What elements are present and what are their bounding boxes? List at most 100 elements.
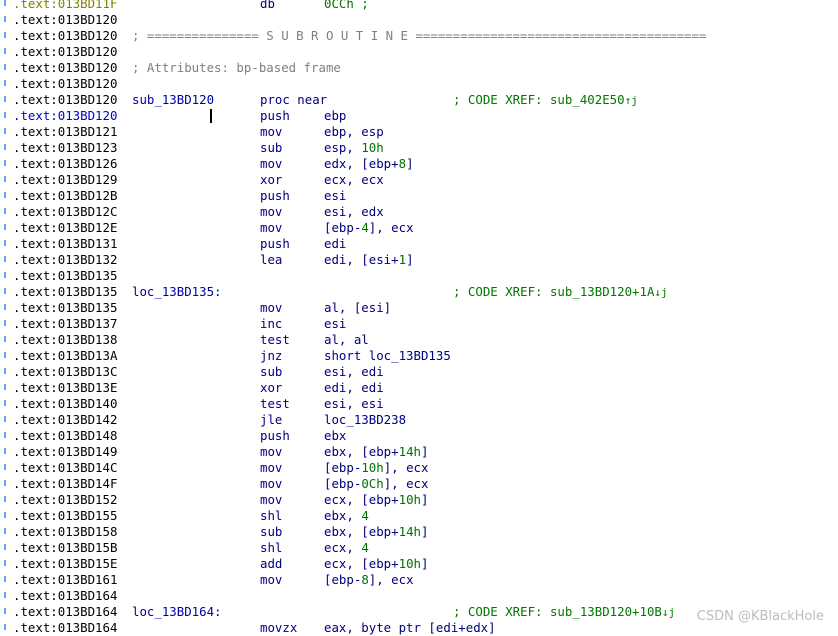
address[interactable]: .text:013BD121 <box>13 124 118 139</box>
operands[interactable]: ebx <box>324 428 346 444</box>
operands[interactable]: ebx, [ebp+14h] <box>324 444 428 460</box>
operands[interactable]: [ebp-4], ecx <box>324 220 414 236</box>
address[interactable]: .text:013BD155 <box>13 508 118 523</box>
address[interactable]: .text:013BD13C <box>13 364 118 379</box>
address[interactable]: .text:013BD152 <box>13 492 118 507</box>
mnemonic[interactable]: mov <box>260 220 283 235</box>
mnemonic[interactable]: push <box>260 428 290 443</box>
mnemonic[interactable]: mov <box>260 204 283 219</box>
disasm-line[interactable]: .text:013BD120 sub_13BD120 proc near ; CODE… <box>0 92 838 108</box>
disasm-line[interactable]: .text:013BD164 <box>0 588 838 604</box>
address[interactable]: .text:013BD13A <box>13 348 118 363</box>
address[interactable]: .text:013BD120 <box>13 12 118 27</box>
address[interactable]: .text:013BD13E <box>13 380 118 395</box>
operands[interactable]: short loc_13BD135 <box>324 348 451 364</box>
code-xref-comment[interactable]: ; CODE XREF: sub_13BD120+1A↓j <box>453 284 668 301</box>
address[interactable]: .text:013BD142 <box>13 412 118 427</box>
operands[interactable]: edi, edi <box>324 380 384 396</box>
disasm-line[interactable]: .text:013BD121 mov ebp, esp <box>0 124 838 140</box>
disasm-line[interactable]: .text:013BD161 mov [ebp-8], ecx <box>0 572 838 588</box>
mnemonic[interactable]: test <box>260 332 290 347</box>
disasm-line[interactable]: .text:013BD120 <box>0 76 838 92</box>
address[interactable]: .text:013BD11F <box>13 0 118 11</box>
operands[interactable]: ebx, [ebp+14h] <box>324 524 428 540</box>
operands[interactable]: ecx, [ebp+10h] <box>324 556 428 572</box>
address[interactable]: .text:013BD15E <box>13 556 118 571</box>
mnemonic[interactable]: add <box>260 556 283 571</box>
disasm-line[interactable]: .text:013BD155 shl ebx, 4 <box>0 508 838 524</box>
address[interactable]: .text:013BD135 <box>13 268 118 283</box>
address[interactable]: .text:013BD120 <box>13 92 118 107</box>
address[interactable]: .text:013BD14C <box>13 460 118 475</box>
disasm-line[interactable]: .text:013BD15E add ecx, [ebp+10h] <box>0 556 838 572</box>
address[interactable]: .text:013BD14F <box>13 476 118 491</box>
operands[interactable]: esi, edx <box>324 204 384 220</box>
mnemonic[interactable]: mov <box>260 476 283 491</box>
code-xref-comment[interactable]: ; CODE XREF: sub_13BD120+10B↓j <box>453 604 675 621</box>
address[interactable]: .text:013BD135 <box>13 284 118 299</box>
address[interactable]: .text:013BD138 <box>13 332 118 347</box>
address[interactable]: .text:013BD149 <box>13 444 118 459</box>
mnemonic[interactable]: xor <box>260 172 283 187</box>
address[interactable]: .text:013BD164 <box>13 588 118 603</box>
mnemonic[interactable]: proc near <box>260 92 328 107</box>
mnemonic[interactable]: sub <box>260 140 283 155</box>
address[interactable]: .text:013BD120 <box>13 60 118 75</box>
mnemonic[interactable]: db <box>260 0 275 11</box>
operands[interactable]: ebp <box>324 108 346 124</box>
mnemonic[interactable]: shl <box>260 508 283 523</box>
code-label[interactable]: sub_13BD120 <box>132 92 215 107</box>
address[interactable]: .text:013BD132 <box>13 252 118 267</box>
operands[interactable]: al, [esi] <box>324 300 391 316</box>
operands[interactable]: eax, byte ptr [edi+edx] <box>324 620 496 636</box>
address[interactable]: .text:013BD137 <box>13 316 118 331</box>
address[interactable]: .text:013BD120 <box>13 76 118 91</box>
operands[interactable]: esi <box>324 188 346 204</box>
operands[interactable]: ecx, ecx <box>324 172 384 188</box>
address[interactable]: .text:013BD12E <box>13 220 118 235</box>
address[interactable]: .text:013BD161 <box>13 572 118 587</box>
operands[interactable]: esi, edi <box>324 364 384 380</box>
mnemonic[interactable]: push <box>260 108 290 123</box>
mnemonic[interactable]: mov <box>260 444 283 459</box>
mnemonic[interactable]: shl <box>260 540 283 555</box>
mnemonic[interactable]: mov <box>260 300 283 315</box>
address[interactable]: .text:013BD123 <box>13 140 118 155</box>
code-label[interactable]: loc_13BD164: <box>132 604 222 619</box>
address[interactable]: .text:013BD15B <box>13 540 118 555</box>
mnemonic[interactable]: mov <box>260 124 283 139</box>
address[interactable]: .text:013BD120 <box>13 108 118 123</box>
operands[interactable]: ebx, 4 <box>324 508 369 524</box>
mnemonic[interactable]: inc <box>260 316 283 331</box>
operands[interactable]: [ebp-8], ecx <box>324 572 414 588</box>
mnemonic[interactable]: mov <box>260 492 283 507</box>
operands[interactable]: ebp, esp <box>324 124 384 140</box>
mnemonic[interactable]: push <box>260 188 290 203</box>
code-xref-comment[interactable]: ; CODE XREF: sub_402E50↑j <box>453 92 638 109</box>
address[interactable]: .text:013BD120 <box>13 28 118 43</box>
operands[interactable]: edx, [ebp+8] <box>324 156 414 172</box>
operands[interactable]: esi <box>324 316 346 332</box>
disasm-line[interactable]: .text:013BD120; =============== S U B R … <box>0 28 838 44</box>
disasm-line[interactable]: .text:013BD149 mov ebx, [ebp+14h] <box>0 444 838 460</box>
mnemonic[interactable]: push <box>260 236 290 251</box>
mnemonic[interactable]: mov <box>260 572 283 587</box>
mnemonic[interactable]: sub <box>260 524 283 539</box>
operands[interactable]: [ebp-10h], ecx <box>324 460 428 476</box>
